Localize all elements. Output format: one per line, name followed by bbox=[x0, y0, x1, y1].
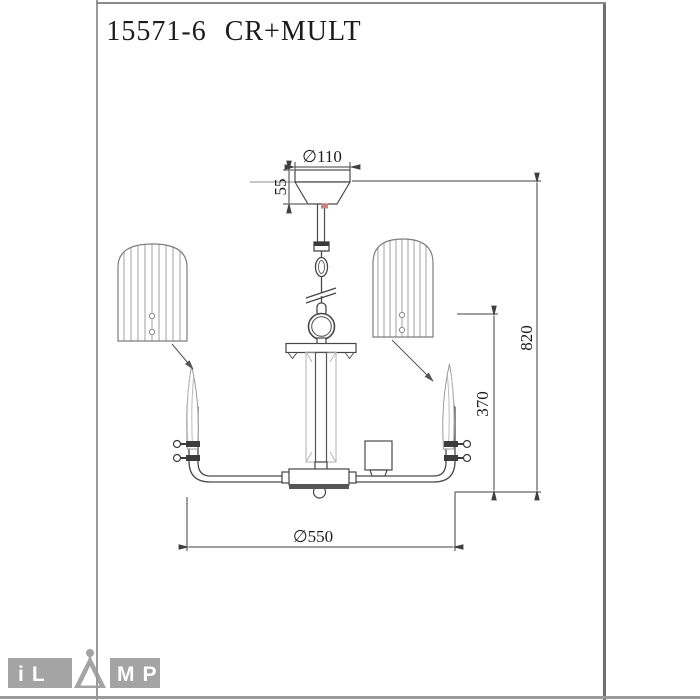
product-model-title: 15571-6 CR+MULT bbox=[106, 16, 362, 47]
sheet-frame-right bbox=[603, 2, 606, 700]
ilamp-logo: iL MP bbox=[8, 649, 165, 688]
dimension-body-diameter: ∅550 bbox=[178, 491, 541, 551]
body-diameter-label: ∅550 bbox=[293, 527, 333, 546]
canopy bbox=[250, 169, 352, 243]
overall-height-label: 820 bbox=[517, 325, 536, 351]
dimension-body-height: 370 bbox=[457, 305, 498, 501]
left-clamps bbox=[172, 439, 200, 463]
right-mount-arrow bbox=[391, 339, 434, 382]
canopy-rod bbox=[316, 203, 326, 243]
sheet-frame-left bbox=[96, 0, 98, 700]
left-arm bbox=[188, 404, 289, 483]
central-hub bbox=[281, 461, 357, 499]
central-column bbox=[305, 351, 337, 464]
left-shade bbox=[117, 243, 194, 370]
dimension-canopy-diameter: ∅110 bbox=[284, 147, 361, 171]
body-height-label: 370 bbox=[473, 391, 492, 417]
lamp-socket bbox=[364, 440, 393, 477]
center-rod bbox=[314, 351, 328, 464]
canopy-diameter-label: ∅110 bbox=[302, 147, 342, 166]
sheet-frame-top bbox=[96, 2, 606, 4]
right-crystal-blade bbox=[442, 363, 455, 450]
shade-clamps bbox=[172, 439, 472, 463]
red-mark bbox=[321, 203, 328, 209]
dimension-overall-height: 820 bbox=[352, 172, 541, 501]
right-shade bbox=[372, 238, 434, 382]
logo-lampshade-a-icon bbox=[74, 649, 106, 688]
suspension-chain bbox=[305, 241, 337, 317]
logo-left-letters: iL bbox=[18, 663, 53, 686]
canopy-height-label: 55 bbox=[271, 179, 290, 196]
left-crystal-blade bbox=[186, 365, 199, 450]
left-mount-arrow bbox=[171, 343, 194, 370]
cap-plate bbox=[285, 342, 357, 354]
hanger-ring bbox=[285, 312, 357, 360]
dimension-canopy-height: 55 bbox=[271, 160, 307, 214]
right-clamps bbox=[444, 439, 472, 463]
sheet-frame-bottom bbox=[0, 696, 700, 699]
logo-right-letters: MP bbox=[117, 663, 165, 686]
